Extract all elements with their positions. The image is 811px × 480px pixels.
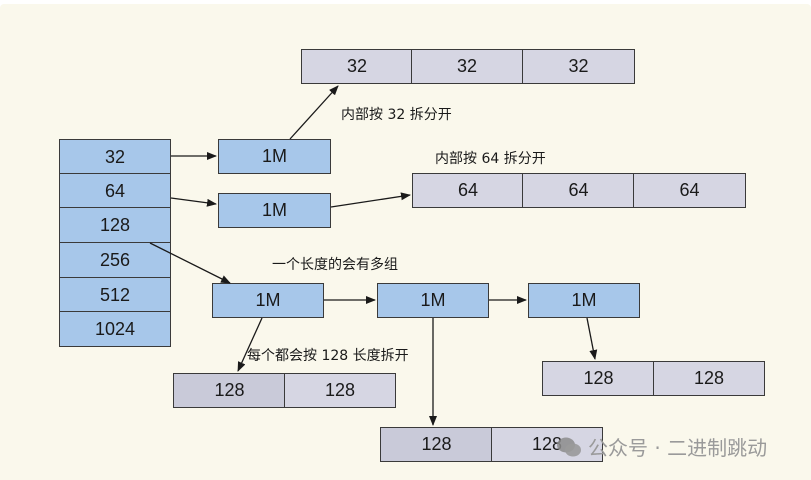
size-class-512: 512 bbox=[59, 277, 171, 313]
annotation-multi-group: 一个长度的会有多组 bbox=[272, 257, 398, 273]
size-class-256: 256 bbox=[59, 242, 171, 278]
slice-128: 128 bbox=[653, 361, 765, 396]
annotation-split-32: 内部按 32 拆分开 bbox=[341, 107, 452, 123]
wechat-icon bbox=[557, 437, 581, 456]
watermark: 公众号 · 二进制跳动 bbox=[556, 432, 767, 461]
size-class-32: 32 bbox=[59, 139, 171, 175]
slice-128: 128 bbox=[542, 361, 655, 396]
slice-64: 64 bbox=[633, 173, 746, 208]
annotation-split-128: 每个都会按 128 长度拆开 bbox=[247, 348, 409, 364]
chunk-128-c: 1M bbox=[528, 283, 640, 318]
chunk-128-a: 1M bbox=[212, 283, 324, 318]
slice-128: 128 bbox=[491, 427, 603, 462]
annotation-split-64: 内部按 64 拆分开 bbox=[435, 151, 546, 167]
watermark-text: 公众号 · 二进制跳动 bbox=[588, 436, 768, 460]
slice-32: 32 bbox=[301, 49, 413, 84]
size-class-64: 64 bbox=[59, 173, 171, 209]
slice-32: 32 bbox=[522, 49, 635, 84]
slice-128: 128 bbox=[173, 373, 286, 408]
slice-128: 128 bbox=[380, 427, 493, 462]
slice-64: 64 bbox=[412, 173, 524, 208]
size-class-128: 128 bbox=[59, 207, 171, 243]
chunk-32: 1M bbox=[218, 139, 331, 174]
chunk-64: 1M bbox=[218, 193, 331, 228]
chunk-128-b: 1M bbox=[377, 283, 489, 318]
size-class-1024: 1024 bbox=[59, 311, 171, 347]
slice-32: 32 bbox=[411, 49, 523, 84]
slice-128: 128 bbox=[284, 373, 396, 408]
slice-64: 64 bbox=[522, 173, 635, 208]
